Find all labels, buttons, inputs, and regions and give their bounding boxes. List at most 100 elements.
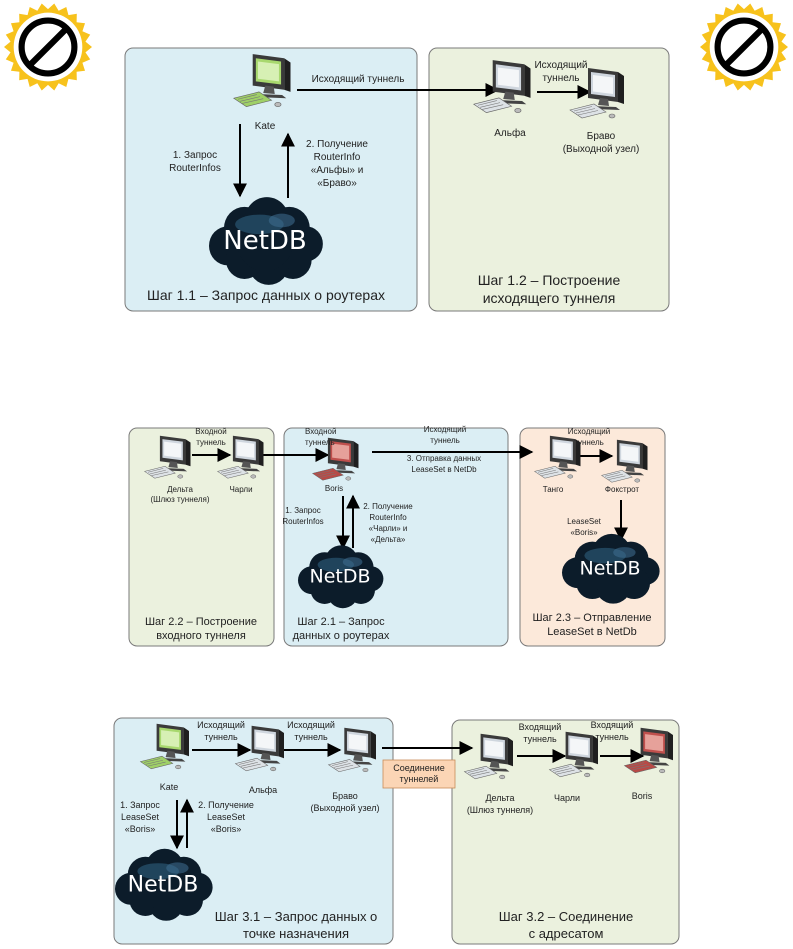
stage1-request-label-line: 1. Запрос xyxy=(173,150,217,161)
stage1-panel-right-title-line: исходящего туннеля xyxy=(483,290,616,306)
stage1-panel-build xyxy=(428,47,670,312)
stage3-panel-connect xyxy=(451,719,680,945)
stage2-receive-label-line: «Чарли» и xyxy=(369,524,408,533)
stage2-send-label-line: LeaseSet в NetDb xyxy=(411,465,477,474)
delta-label-2-line: Дельта xyxy=(167,485,193,494)
netdb-cloud-4-label: NetDB xyxy=(128,873,199,898)
charlie-computer-3 xyxy=(548,731,598,778)
stage2-inbound-label-2-line: туннель xyxy=(305,438,335,447)
stage2-inner-outbound-label: Исходящий туннель xyxy=(568,427,610,447)
stage2-request-label-line: 1. Запрос xyxy=(285,506,320,515)
charlie-label-3-line: Чарли xyxy=(554,793,580,803)
bravo-label-1-line: Браво xyxy=(587,131,616,142)
delta-label-3-line: Дельта xyxy=(485,793,514,803)
stage2-panel-inbound xyxy=(128,427,275,647)
stage3-outbound-2-label-line: Исходящий xyxy=(287,720,335,730)
stage1-inner-tunnel-label-line: Исходящий xyxy=(534,60,587,71)
bravo-computer-1 xyxy=(569,68,624,119)
stage3-inbound-1-label-line: туннель xyxy=(523,734,557,744)
tango-label-2: Танго xyxy=(543,485,564,494)
tunnel-connection-box xyxy=(382,759,456,789)
stage2-inbound-label-line: туннель xyxy=(196,438,226,447)
decorative-badge-right-icon xyxy=(700,3,788,91)
bravo-label-3: Браво (Выходной узел) xyxy=(311,791,380,813)
kate-label-1-line: Kate xyxy=(255,121,276,132)
bravo-label-1-line: (Выходной узел) xyxy=(563,144,640,155)
stage2-leaseset-label-line: LeaseSet xyxy=(567,517,602,526)
stage2-receive-label-line: RouterInfo xyxy=(369,513,407,522)
delta-label-3-line: (Шлюз туннеля) xyxy=(467,805,533,815)
stage2-panel-right-title-line: Шаг 2.3 – Отправление xyxy=(532,612,651,624)
bravo-label-1: Браво (Выходной узел) xyxy=(563,131,640,155)
stage2-receive-label-line: 2. Получение xyxy=(363,502,413,511)
stage1-receive-label-line: RouterInfo xyxy=(314,152,361,163)
stage3-tunnel-connection-label-line: туннелей xyxy=(400,774,439,784)
boris-computer-3 xyxy=(623,727,673,774)
stage2-receive-label-line: «Дельта» xyxy=(371,535,406,544)
delta-label-2: Дельта(Шлюз туннеля) xyxy=(151,485,210,504)
stage1-outbound-label: Исходящий туннель xyxy=(312,74,405,85)
kate-computer-3 xyxy=(139,723,189,770)
boris-label-3: Boris xyxy=(632,791,653,801)
stage3-tunnel-connection-label-line: Соединение xyxy=(393,763,445,773)
bravo-label-3-line: (Выходной узел) xyxy=(311,803,380,813)
kate-label-3-line: Kate xyxy=(160,782,179,792)
charlie-label-2-line: Чарли xyxy=(229,485,252,494)
alpha-label-1: Альфа xyxy=(494,127,526,139)
charlie-label-3: Чарли xyxy=(554,793,580,803)
stage3-inbound-1-label-line: Входящий xyxy=(519,722,562,732)
delta-label-2-line: (Шлюз туннеля) xyxy=(151,495,210,504)
stage3-request-label-line: 1. Запрос xyxy=(120,800,160,810)
stage2-request-label-line: RouterInfos xyxy=(282,517,323,526)
delta-label-3: Дельта (Шлюз туннеля) xyxy=(467,793,533,815)
stage2-outbound-label-line: Исходящий xyxy=(424,425,466,434)
netdb-cloud-4: NetDB xyxy=(115,848,213,921)
stage2-send-label-line: 3. Отправка данных xyxy=(407,454,481,463)
boris-label-2: Boris xyxy=(325,484,343,493)
foxtrot-label-2-line: Фокстрот xyxy=(605,485,640,494)
stage3-request-label-line: «Boris» xyxy=(125,824,156,834)
stage2-panel-left-title-line: входного туннеля xyxy=(156,630,246,642)
boris-computer-2 xyxy=(311,437,359,481)
boris-label-3-line: Boris xyxy=(632,791,653,801)
tango-label-2-line: Танго xyxy=(543,485,564,494)
stage2-panel-left-title: Шаг 2.2 – Построение входного туннеля xyxy=(145,616,257,642)
netdb-cloud-1: NetDB xyxy=(209,197,323,285)
stage3-receive-label-line: LeaseSet xyxy=(207,812,246,822)
stage1-panel-left-title: Шаг 1.1 – Запрос данных о роутерах xyxy=(147,287,385,303)
stage3-panel-left-title-line: Шаг 3.1 – Запрос данных о xyxy=(215,909,378,924)
charlie-label-2: Чарли xyxy=(229,485,252,494)
stage2-inner-outbound-label-line: Исходящий xyxy=(568,427,610,436)
tango-computer-2 xyxy=(533,435,581,479)
stage2-panel-left-title-line: Шаг 2.2 – Построение xyxy=(145,616,257,628)
stage2-panel-mid-title-line: Шаг 2.1 – Запрос xyxy=(297,616,385,628)
stage3-outbound-2-label-line: туннель xyxy=(294,732,328,742)
stage3-panel-right-title-line: с адресатом xyxy=(529,926,604,941)
netdb-cloud-3-label: NetDB xyxy=(579,558,640,580)
alpha-label-3: Альфа xyxy=(249,785,277,795)
stage2-inner-outbound-label-line: туннель xyxy=(574,438,604,447)
kate-label-1: Kate xyxy=(255,121,276,132)
stage2-panel-mid-title-line: данных о роутерах xyxy=(293,630,390,642)
bravo-computer-3 xyxy=(327,727,376,773)
netdb-cloud-2: NetDB xyxy=(298,545,384,609)
stage2-inbound-label-line: Входной xyxy=(195,427,226,436)
stage3-inbound-1-label: Входящий туннель xyxy=(519,722,562,744)
stage2-panel-mid-title: Шаг 2.1 – Запрос данных о роутерах xyxy=(293,616,390,642)
boris-label-2-line: Boris xyxy=(325,484,343,493)
delta-computer-3 xyxy=(463,733,513,780)
stage1-receive-label-line: 2. Получение xyxy=(306,139,368,150)
netdb-cloud-2-label: NetDB xyxy=(309,566,370,588)
bravo-label-3-line: Браво xyxy=(332,791,358,801)
